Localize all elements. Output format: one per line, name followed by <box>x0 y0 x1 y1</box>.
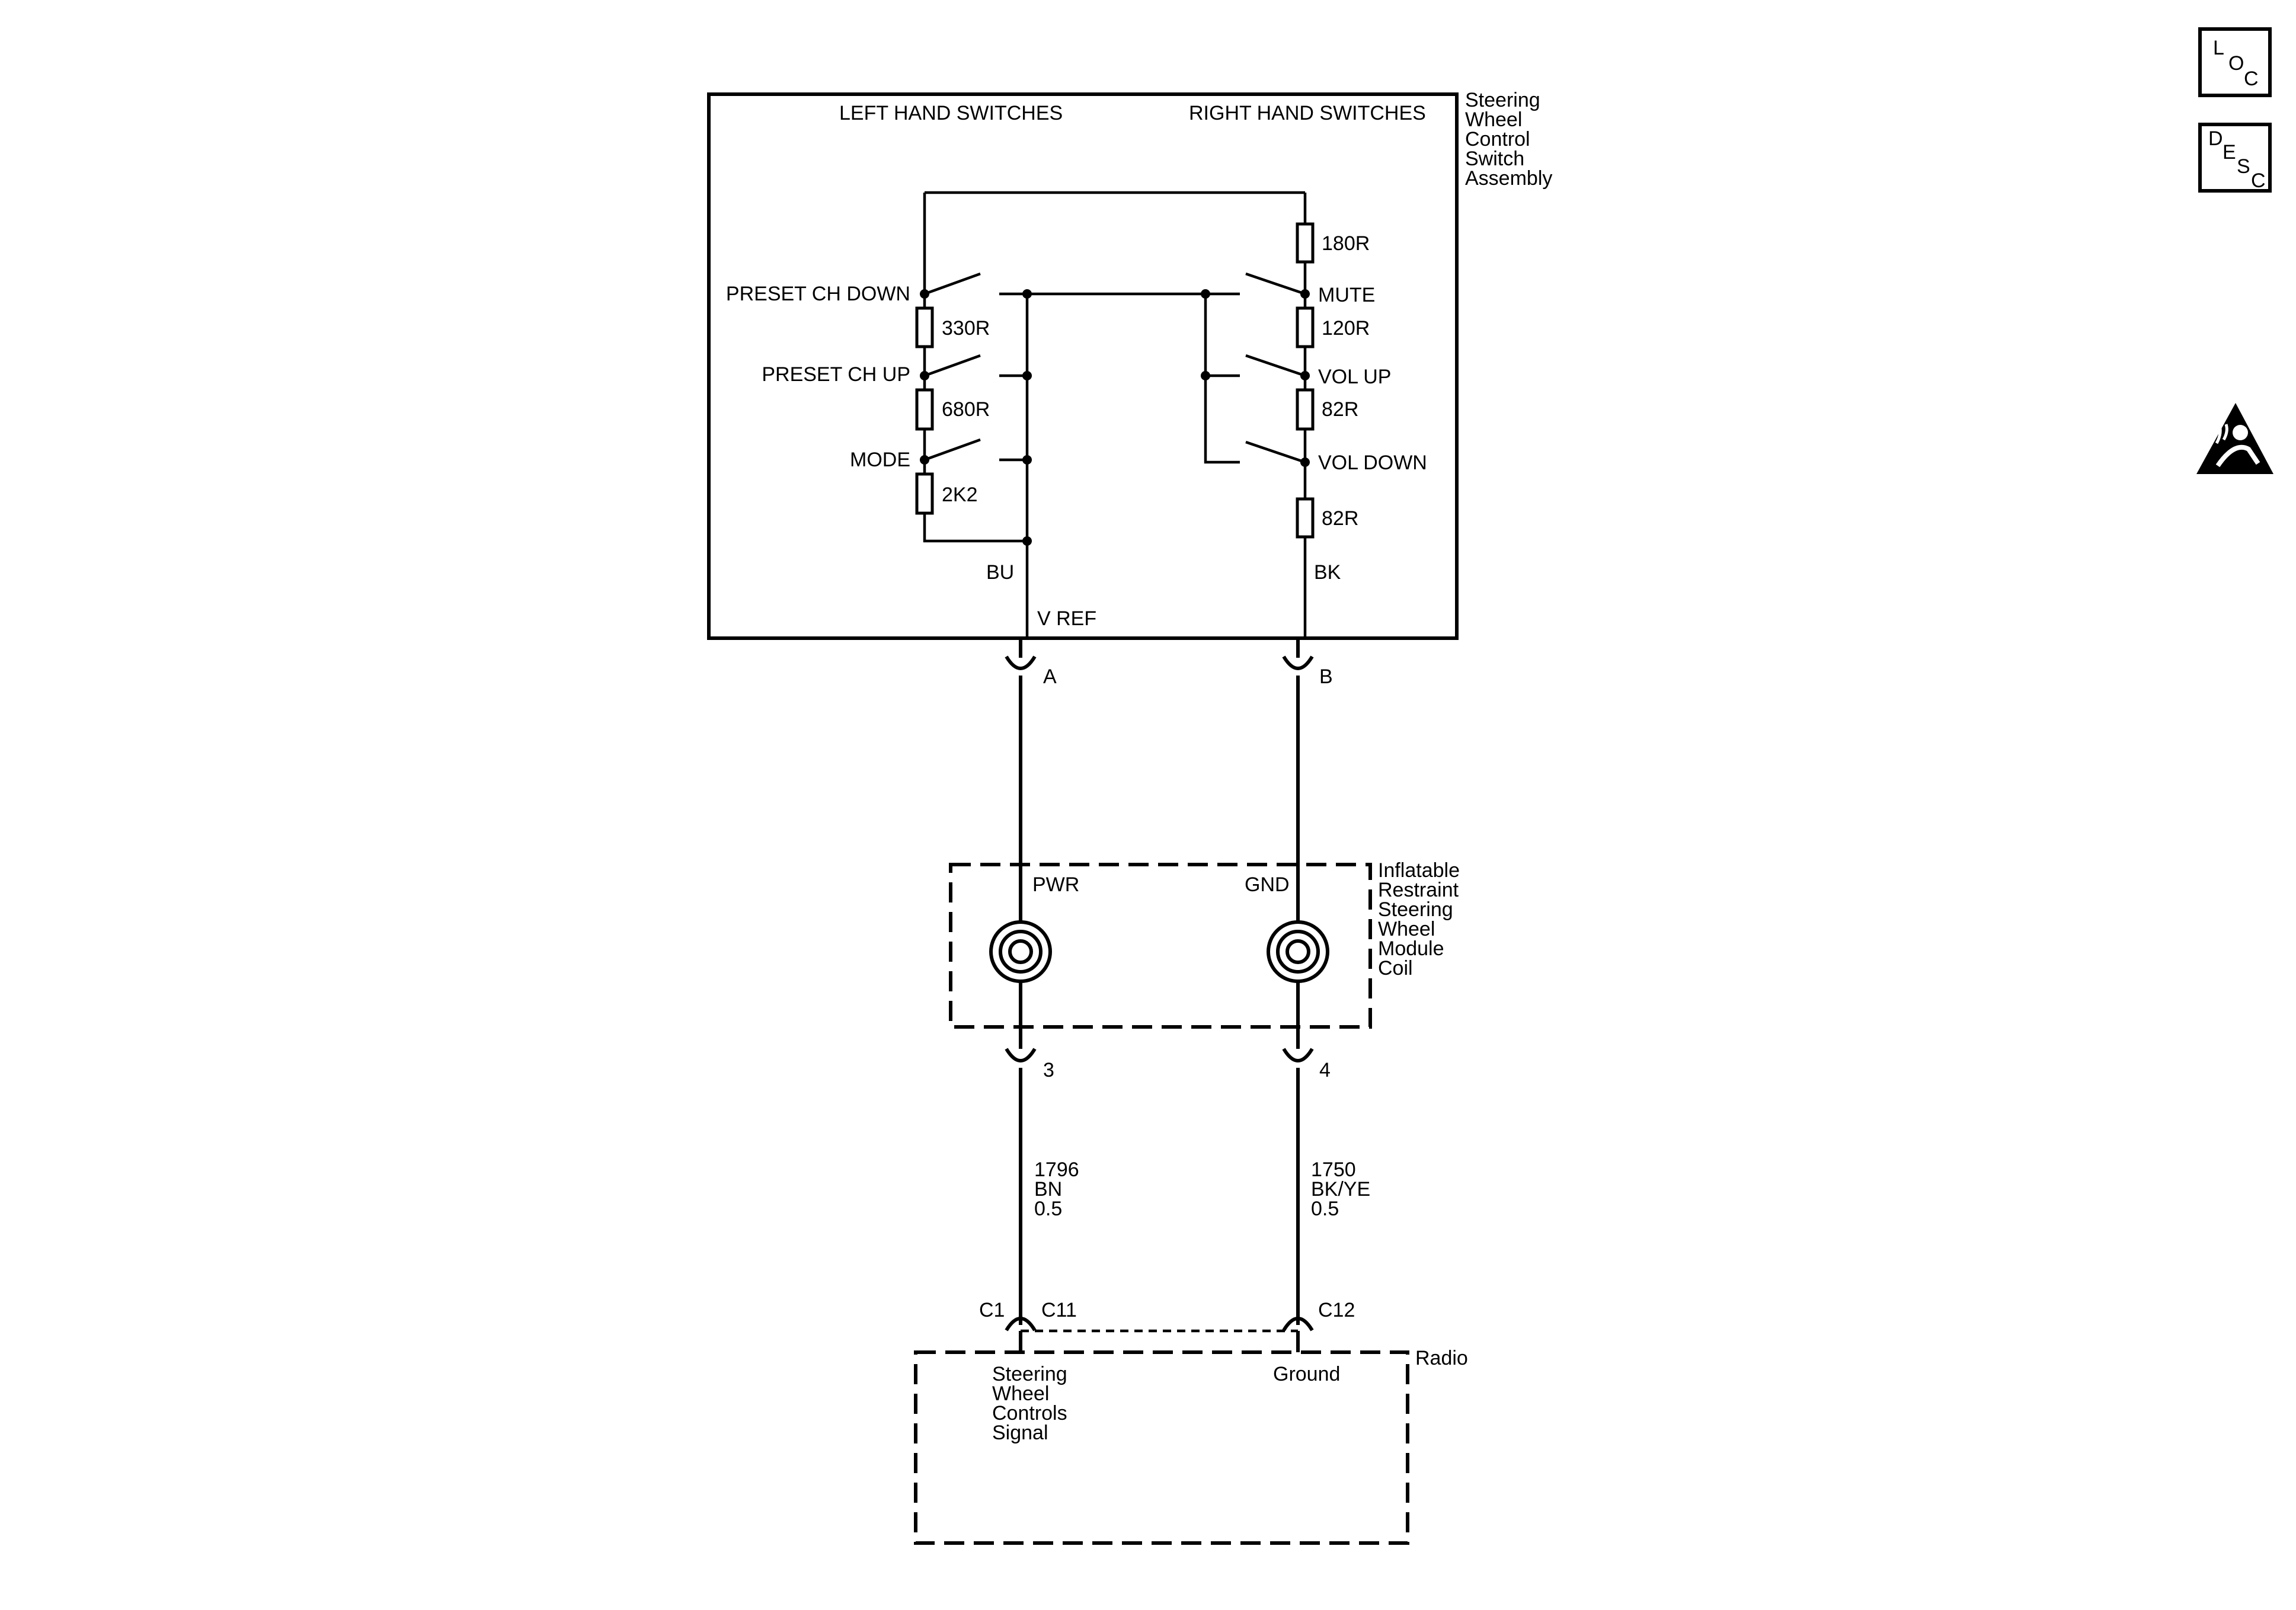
svg-text:S: S <box>2237 155 2250 178</box>
switch-assembly-box <box>707 92 1459 640</box>
wire-color-bk-label: BK <box>1314 561 1341 584</box>
svg-text:E: E <box>2223 141 2236 164</box>
loc-icon[interactable]: L O C <box>2198 27 2272 97</box>
svg-text:L: L <box>2213 37 2224 59</box>
resistor-2k2-label: 2K2 <box>942 484 978 506</box>
resistor-680r <box>915 388 934 431</box>
resistor-82r-a <box>1296 388 1315 431</box>
resistor-82r-a-label: 82R <box>1322 398 1358 421</box>
connector-4 <box>1282 1048 1314 1062</box>
clockspring-gnd-icon <box>1267 877 1329 1027</box>
node-vref-2 <box>1022 371 1032 380</box>
switch-mute-label: MUTE <box>1318 284 1375 306</box>
node-right-common-2 <box>1201 371 1210 380</box>
radio-label: Radio <box>1415 1347 1468 1369</box>
node-vref-3 <box>1022 455 1032 465</box>
switch-mode <box>924 438 1027 462</box>
switch-mode-label: MODE <box>850 449 910 471</box>
upper-harness: A B <box>1005 638 1333 877</box>
pin-3-label: 3 <box>1043 1059 1054 1081</box>
pwr-label: PWR <box>1032 873 1079 896</box>
resistor-82r-b <box>1296 497 1315 539</box>
clockspring-pwr-icon <box>989 877 1052 1027</box>
coil-module-label: Inflatable Restraint Steering Wheel Modu… <box>1378 859 1465 980</box>
node-mute <box>1300 289 1310 299</box>
pin-c11-label: C11 <box>1041 1299 1077 1321</box>
svg-text:C: C <box>2244 68 2259 90</box>
svg-text:C: C <box>2251 169 2266 192</box>
switch-vol-down-label: VOL DOWN <box>1318 452 1427 474</box>
connector-c11 <box>1005 1317 1037 1331</box>
switch-preset-ch-up <box>924 354 1027 377</box>
resistor-82r-b-label: 82R <box>1322 507 1358 530</box>
svg-text:D: D <box>2208 127 2223 150</box>
connector-b <box>1282 655 1314 670</box>
circuit-1750-label: 1750 BK/YE 0.5 <box>1311 1158 1376 1220</box>
radio-module: Radio Steering Wheel Controls Signal Gro… <box>914 1347 1468 1545</box>
resistor-120r <box>1296 306 1315 348</box>
radio-box <box>914 1350 1409 1545</box>
ground-label: Ground <box>1273 1363 1340 1385</box>
left-hand-switches-header: LEFT HAND SWITCHES <box>839 102 1063 124</box>
switch-mute <box>1245 272 1306 296</box>
coil-module: Inflatable Restraint Steering Wheel Modu… <box>949 859 1465 1029</box>
node-vol-down <box>1300 457 1310 467</box>
switch-preset-ch-down <box>924 272 1027 296</box>
right-switch-common-wire <box>1204 292 1240 464</box>
switch-vol-up-label: VOL UP <box>1318 366 1391 388</box>
node-right-common-1 <box>1201 289 1210 299</box>
desc-icon[interactable]: D E S C <box>2198 123 2272 193</box>
switch-preset-ch-down-label: PRESET CH DOWN <box>726 283 910 305</box>
switch-preset-ch-up-label: PRESET CH UP <box>762 363 910 386</box>
connector-a <box>1005 655 1037 670</box>
switch-assembly-label: Steering Wheel Control Switch Assembly <box>1465 89 1552 190</box>
airbag-warning-icon[interactable] <box>2196 403 2273 474</box>
resistor-330r-label: 330R <box>942 317 990 340</box>
resistor-180r-label: 180R <box>1322 232 1370 255</box>
connector-3 <box>1005 1048 1037 1062</box>
svg-text:O: O <box>2228 52 2244 75</box>
node-vol-up <box>1300 371 1310 380</box>
resistor-2k2 <box>915 472 934 515</box>
resistor-330r <box>915 306 934 348</box>
connector-c1-label: C1 <box>979 1299 1005 1321</box>
resistor-680r-label: 680R <box>942 398 990 421</box>
coil-module-box <box>949 863 1372 1029</box>
vref-label: V REF <box>1037 607 1096 630</box>
resistor-180r <box>1296 222 1315 264</box>
pin-a-label: A <box>1043 665 1057 688</box>
gnd-label: GND <box>1245 873 1290 896</box>
pin-b-label: B <box>1319 665 1333 688</box>
left-ladder-wire <box>923 193 1027 543</box>
connector-c12 <box>1282 1317 1314 1331</box>
pin-c12-label: C12 <box>1318 1299 1355 1321</box>
right-hand-switches-header: RIGHT HAND SWITCHES <box>1189 102 1426 124</box>
lower-harness: 3 4 1796 BN 0.5 1750 BK/YE 0.5 C1 C11 C1… <box>979 1027 1376 1352</box>
switch-vol-up <box>1245 354 1306 377</box>
switch-assembly: LEFT HAND SWITCHES RIGHT HAND SWITCHES S… <box>707 89 1552 640</box>
switch-vol-down <box>1245 440 1306 464</box>
wire-color-bu-label: BU <box>986 561 1014 584</box>
steering-wheel-controls-signal-label: Steering Wheel Controls Signal <box>992 1363 1073 1444</box>
circuit-1796-label: 1796 BN 0.5 <box>1034 1158 1085 1220</box>
resistor-120r-label: 120R <box>1322 317 1370 340</box>
pin-4-label: 4 <box>1319 1059 1331 1081</box>
